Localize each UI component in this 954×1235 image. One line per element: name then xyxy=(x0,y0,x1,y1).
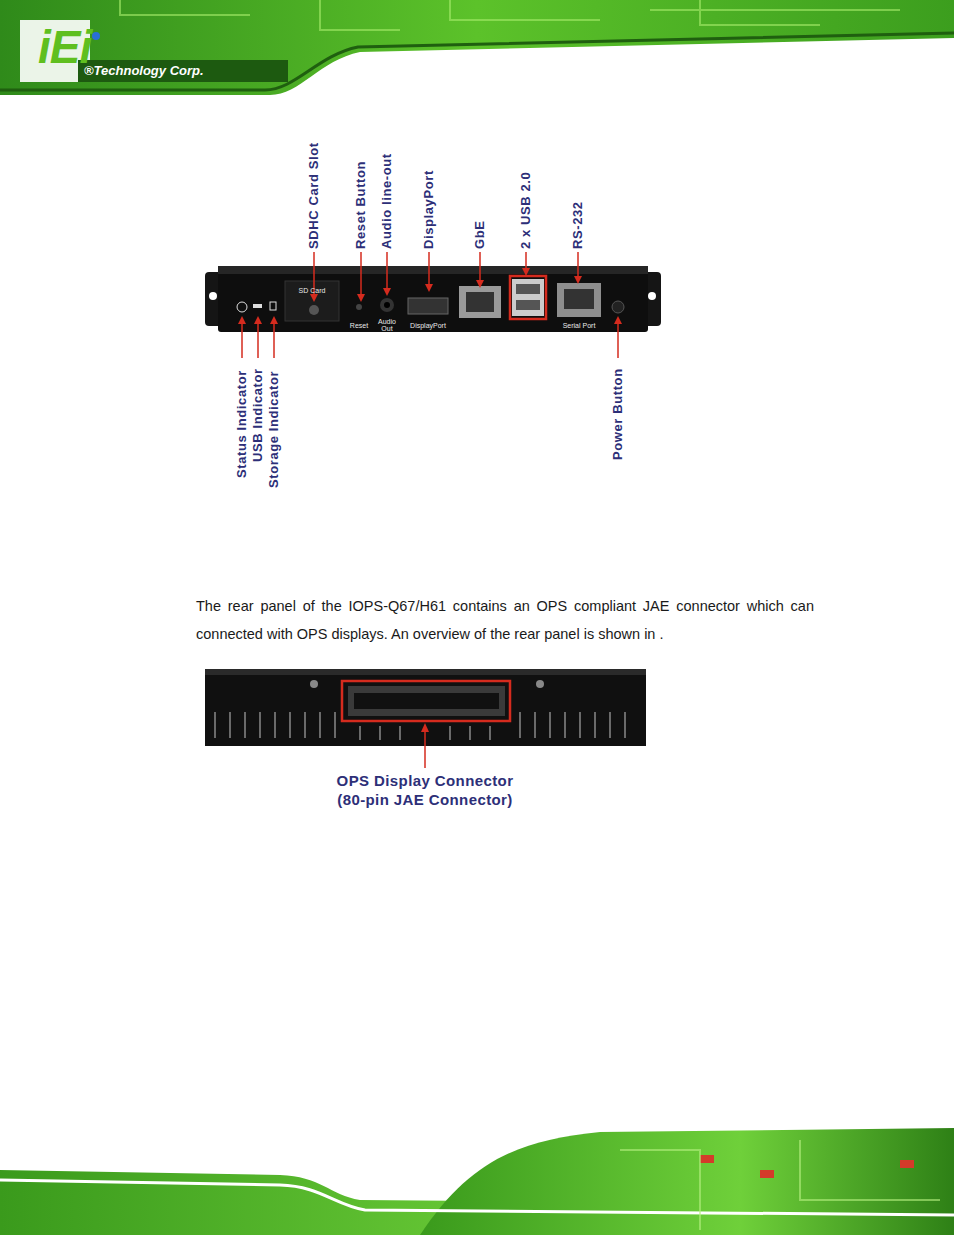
logo-text: iEi xyxy=(38,22,91,72)
callout-label: RS-232 xyxy=(571,201,585,249)
panel-print: Reset xyxy=(350,322,368,329)
footer-band xyxy=(0,1128,954,1235)
callout-label: DisplayPort xyxy=(422,170,436,249)
callout-label: Reset Button xyxy=(354,161,368,249)
panel-print: Audio Out xyxy=(376,318,398,332)
figure-label: OPS Display Connector xyxy=(337,772,514,790)
callout-label: Audio line-out xyxy=(380,153,394,249)
rear-panel-photo xyxy=(205,669,646,768)
callout-label: Status Indicator xyxy=(235,370,249,478)
company-name: ®Technology Corp. xyxy=(84,63,204,79)
panel-print: Serial Port xyxy=(563,322,596,329)
body-paragraph: The rear panel of the IOPS-Q67/H61 conta… xyxy=(196,592,814,648)
callout-label: Power Button xyxy=(611,368,625,460)
panel-print: SD Card xyxy=(299,287,326,294)
callout-arrows xyxy=(238,252,622,358)
header-band xyxy=(0,0,954,112)
callout-label: GbE xyxy=(473,220,487,249)
callout-label: SDHC Card Slot xyxy=(307,142,321,249)
figure-label: (80-pin JAE Connector) xyxy=(337,791,512,809)
panel-print: DisplayPort xyxy=(410,322,446,329)
callout-label: USB Indicator xyxy=(251,368,265,462)
front-panel-photo xyxy=(205,266,661,332)
callout-label: Storage Indicator xyxy=(267,371,281,488)
callout-label: 2 x USB 2.0 xyxy=(519,172,533,249)
